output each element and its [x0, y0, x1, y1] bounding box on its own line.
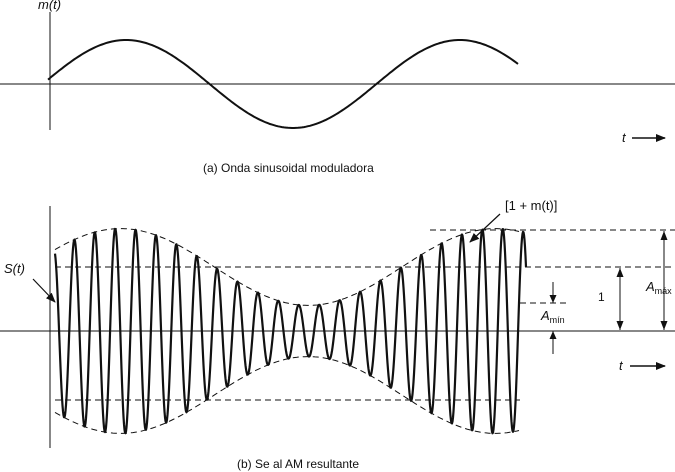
- caption-b: (b) Se al AM resultante: [237, 457, 359, 471]
- top-y-label: m(t): [38, 0, 61, 12]
- unit-arrow-top: [616, 268, 624, 277]
- am-signal-wave: [53, 227, 528, 435]
- amin-label: Amín: [540, 308, 565, 325]
- signal-label-arrow: [32, 278, 56, 303]
- bottom-x-label: t: [619, 358, 624, 373]
- amin-arrow-bottom: [549, 331, 557, 339]
- panel-b: S(t) [1 + m(t)] Amáx 1 Amín t (b) Se al …: [0, 198, 675, 471]
- envelope-label-arrow: [469, 213, 501, 243]
- amin-arrow-top: [549, 295, 557, 303]
- amax-arrow-bottom: [660, 321, 668, 330]
- modulating-sine-wave: [47, 39, 519, 129]
- panel-a: m(t) t (a) Onda sinusoidal moduladora: [0, 0, 675, 175]
- amax-label-main: A: [645, 279, 655, 294]
- top-x-label: t: [622, 130, 627, 145]
- amin-label-sub: mín: [550, 315, 565, 325]
- lower-envelope: [54, 356, 520, 434]
- amax-arrow-top: [660, 231, 668, 240]
- unit-label: 1: [598, 290, 605, 304]
- caption-a: (a) Onda sinusoidal moduladora: [203, 161, 374, 175]
- amax-label-sub: máx: [655, 286, 673, 296]
- unit-arrow-bottom: [616, 321, 624, 330]
- amax-label: Amáx: [645, 279, 672, 296]
- signal-label: S(t): [4, 261, 25, 276]
- envelope-label: [1 + m(t)]: [505, 198, 557, 213]
- amin-label-main: A: [540, 308, 550, 323]
